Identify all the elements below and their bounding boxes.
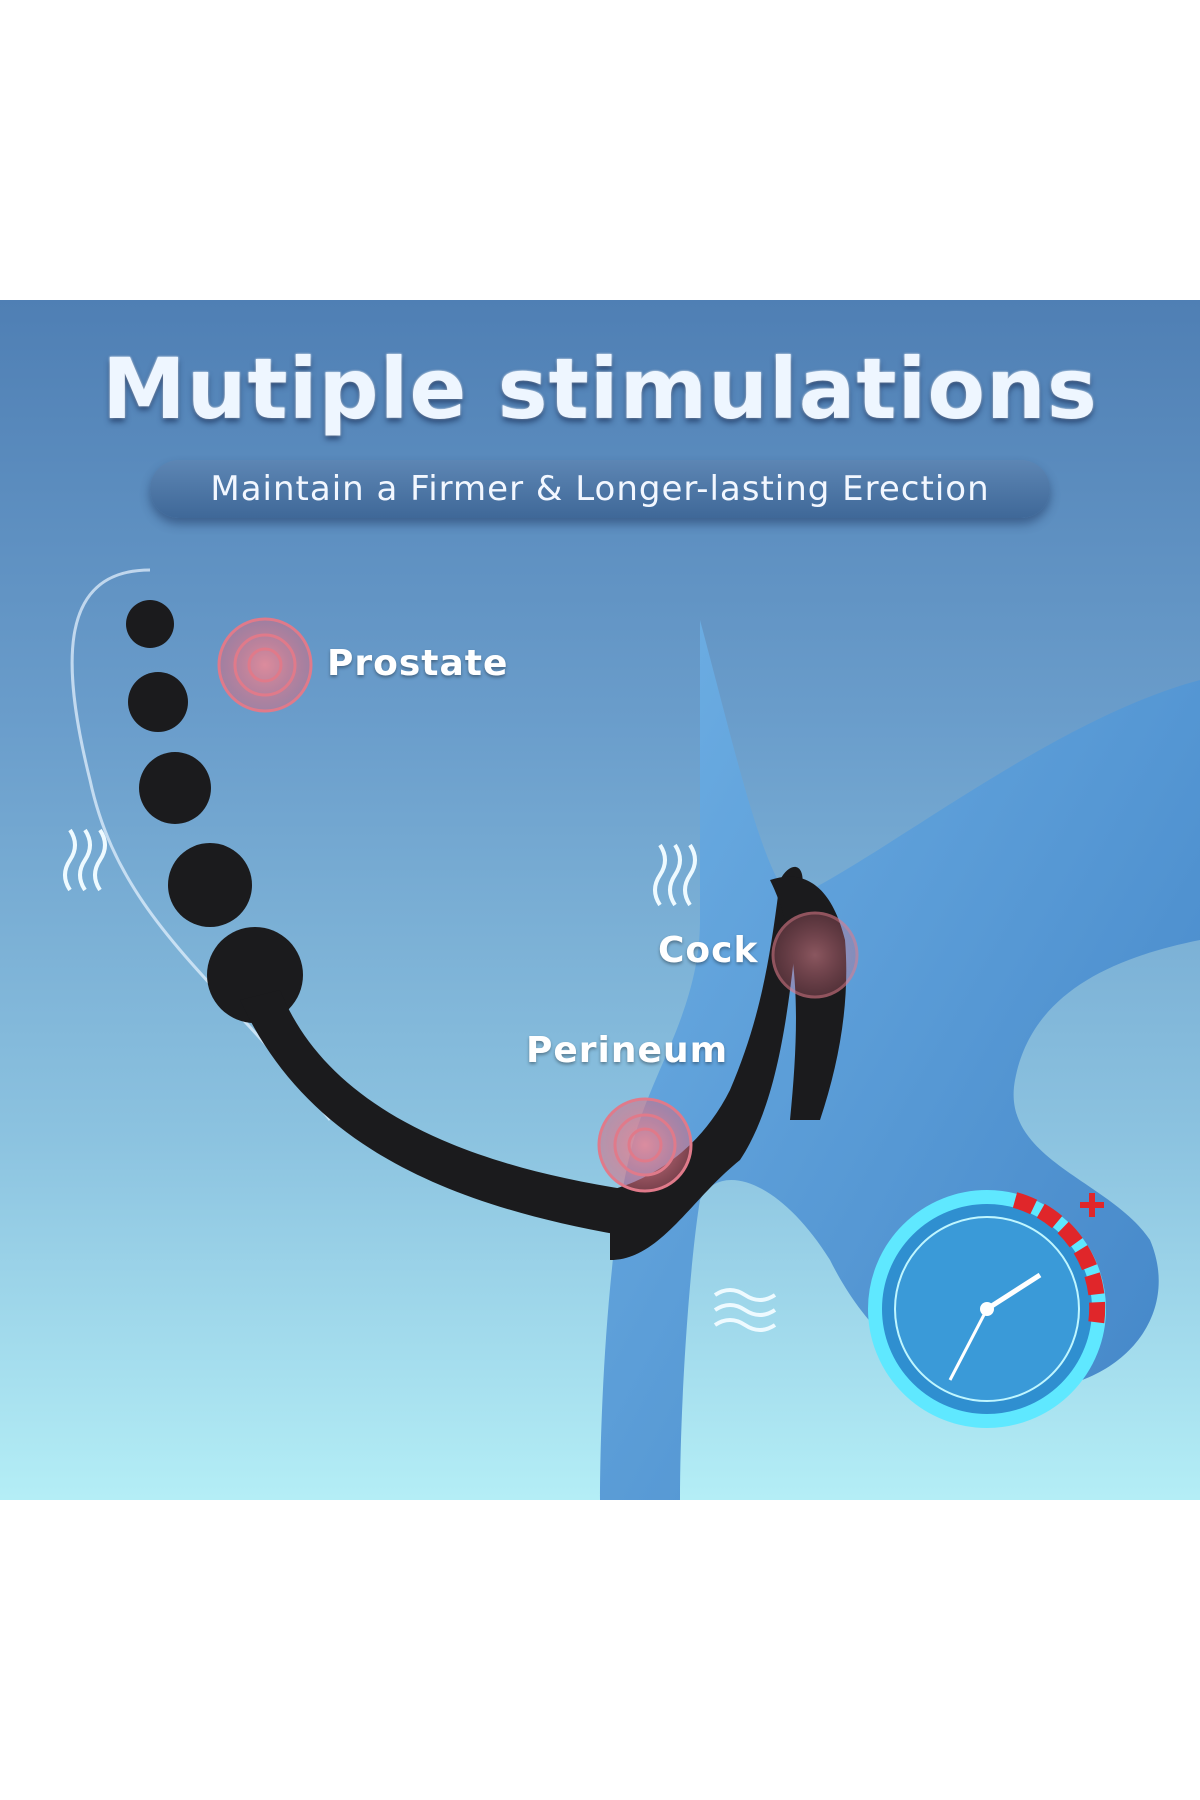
label-prostate: Prostate [327,643,509,684]
product-illustration [63,568,1200,1500]
pulse-target-icon [217,617,859,1193]
label-cock: Cock [658,930,759,971]
product-banner: Mutiple stimulations Maintain a Firmer &… [0,300,1200,1500]
label-perineum: Perineum [526,1030,729,1071]
vibration-icon [63,828,777,1332]
page-title: Mutiple stimulations [102,340,1098,438]
clock-icon [868,1190,1106,1428]
subtitle-banner: Maintain a Firmer & Longer-lasting Erect… [150,460,1050,518]
